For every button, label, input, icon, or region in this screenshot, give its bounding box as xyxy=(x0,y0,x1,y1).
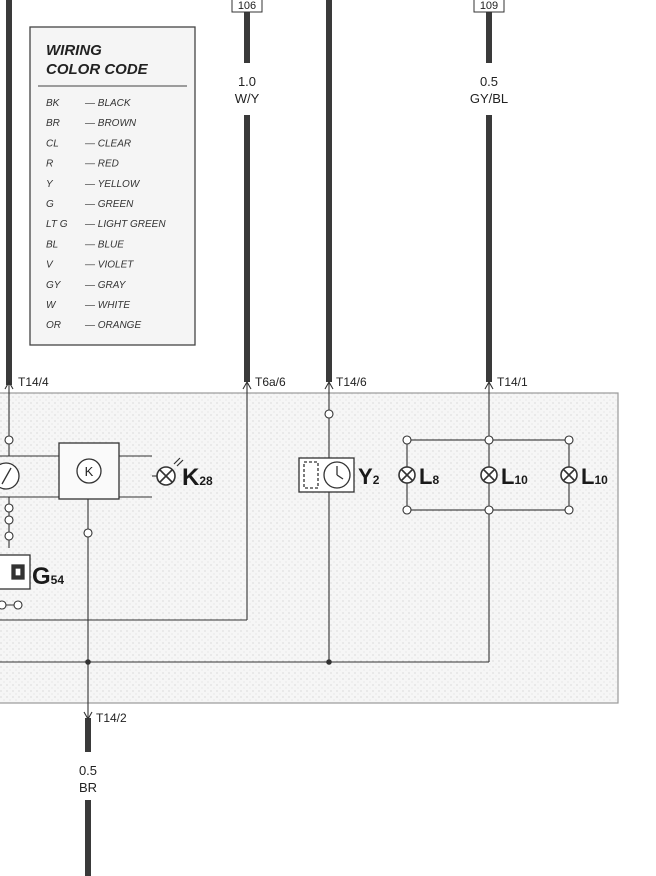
gauge-partial-left xyxy=(0,462,20,490)
lamp-l8-icon xyxy=(398,466,416,484)
legend-color-name: — ORANGE xyxy=(84,320,141,331)
legend-color-name: — BLACK xyxy=(84,98,132,109)
junction-dots xyxy=(85,659,332,665)
wire-color-gy-bl: GY/BL xyxy=(470,91,508,106)
k-module-symbol xyxy=(76,458,102,484)
legend-code: BL xyxy=(46,239,58,250)
wire-size-gy-bl: 0.5 xyxy=(480,74,498,89)
legend-code: R xyxy=(46,159,53,170)
legend-code: CL xyxy=(46,138,59,149)
wire-color-w-y: W/Y xyxy=(235,91,260,106)
legend-code: W xyxy=(46,300,57,311)
label-k28: K28 xyxy=(182,464,213,491)
legend-code: OR xyxy=(46,320,61,331)
legend-color-name: — LIGHT GREEN xyxy=(84,219,166,230)
legend-code: BK xyxy=(46,98,61,109)
connector-t14-6: T14/6 xyxy=(336,375,367,389)
wire-color-br: BR xyxy=(79,780,97,795)
legend-code: Y xyxy=(46,179,54,190)
wire-id-box-109 xyxy=(473,0,505,13)
legend-code: G xyxy=(46,199,54,210)
legend-code: V xyxy=(46,260,54,271)
connector-t14-1: T14/1 xyxy=(497,375,528,389)
wire-size-w-y: 1.0 xyxy=(238,74,256,89)
legend-color-name: — GRAY xyxy=(84,280,127,291)
legend-title-line1: WIRING xyxy=(46,42,102,59)
sender-g54-icon xyxy=(0,554,31,590)
wiring-color-legend: WIRING COLOR CODE BK — BLACK BR — BROWN CL — … xyxy=(29,26,196,346)
label-l10-b: L10 xyxy=(581,464,608,489)
lamp-l10-a-icon xyxy=(480,466,498,484)
legend-code: LT G xyxy=(46,219,68,230)
wire-id-106: 106 xyxy=(238,0,256,12)
legend-color-name: — YELLOW xyxy=(84,179,141,190)
legend-color-name: — BLUE xyxy=(84,239,124,250)
legend-title-line2: COLOR CODE xyxy=(46,61,149,78)
k-module-letter: K xyxy=(85,464,94,479)
legend-code: GY xyxy=(46,280,62,291)
clock-y2-icon xyxy=(298,457,355,493)
legend-color-name: — VIOLET xyxy=(84,260,134,271)
legend-color-name: — WHITE xyxy=(84,300,130,311)
label-l8: L8 xyxy=(419,464,439,489)
wire-id-109: 109 xyxy=(480,0,498,12)
wire-size-br: 0.5 xyxy=(79,763,97,778)
terminals xyxy=(0,409,574,610)
label-g54: G54 xyxy=(32,563,64,590)
legend-color-name: — RED xyxy=(84,159,119,170)
label-l10-a: L10 xyxy=(501,464,528,489)
label-y2: Y2 xyxy=(358,464,380,489)
legend-code: BR xyxy=(46,118,60,129)
legend-color-name: — BROWN xyxy=(84,118,137,129)
wire-harness xyxy=(6,0,492,876)
connector-t6a-6: T6a/6 xyxy=(255,375,286,389)
legend-color-name: — CLEAR xyxy=(84,138,131,149)
wire-id-box-106 xyxy=(231,0,263,13)
lamp-l10-b-icon xyxy=(560,466,578,484)
legend-color-name: — GREEN xyxy=(84,199,134,210)
connector-t14-4: T14/4 xyxy=(18,375,49,389)
connector-t14-2: T14/2 xyxy=(96,711,127,725)
